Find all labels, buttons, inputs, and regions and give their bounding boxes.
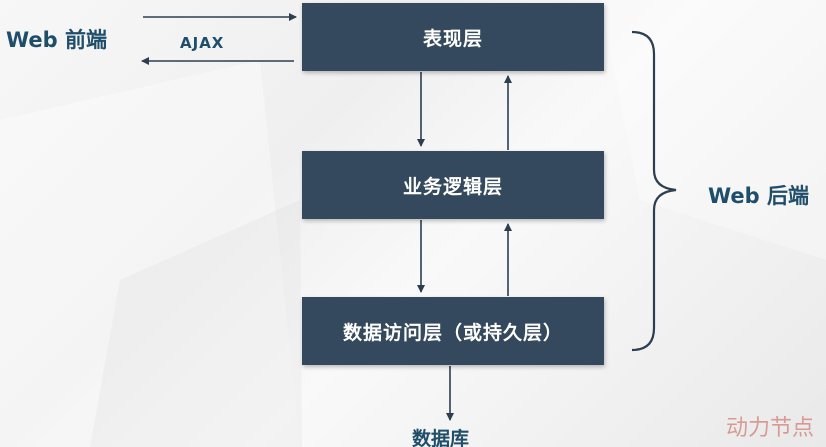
watermark-text: 动力节点	[726, 416, 815, 441]
background-facet	[600, 0, 826, 260]
business-logic-layer-box: 业务逻辑层	[302, 151, 604, 219]
business-logic-layer-label: 业务逻辑层	[402, 175, 503, 198]
data-access-layer-label: 数据访问层（或持久层）	[342, 321, 563, 344]
backend-brace	[631, 30, 677, 352]
data-access-layer-box: 数据访问层（或持久层）	[302, 297, 604, 365]
ajax-label: AJAX	[180, 34, 225, 52]
backend-label: Web 后端	[708, 184, 810, 208]
frontend-label: Web 前端	[6, 28, 108, 52]
presentation-layer-box: 表现层	[302, 3, 604, 71]
database-label: 数据库	[412, 428, 470, 447]
background-facet	[0, 60, 300, 447]
background-facet	[90, 200, 302, 447]
presentation-layer-label: 表现层	[422, 27, 483, 50]
